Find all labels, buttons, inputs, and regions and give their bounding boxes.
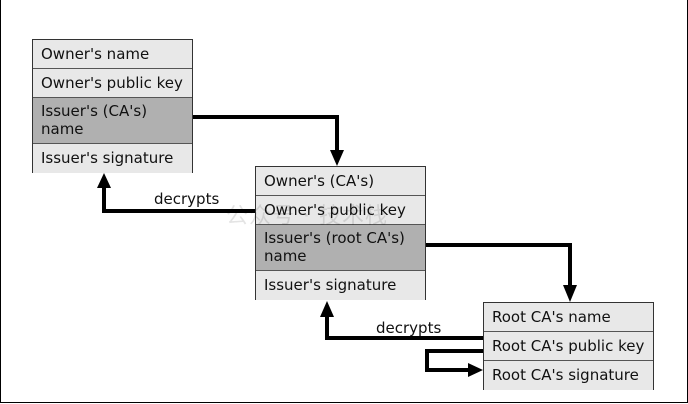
arrow-self-loop <box>425 349 483 372</box>
cert2-owner-public-key: Owner's public key <box>256 196 425 225</box>
cert2-issuer-signature: Issuer's signature <box>256 271 425 300</box>
arrowhead-up-2 <box>320 301 334 317</box>
decrypts-label-2: decrypts <box>376 319 442 337</box>
cert1-owner-name: Owner's name <box>33 40 192 69</box>
arrowhead-right <box>468 363 483 377</box>
root-ca-name: Root CA's name <box>484 303 653 332</box>
cert2-owner-name: Owner's (CA's) name <box>256 167 425 196</box>
arrowhead-down-2 <box>563 285 577 302</box>
root-ca-signature: Root CA's signature <box>484 361 653 390</box>
root-certificate: Root CA's name Root CA's public key Root… <box>483 302 654 390</box>
arrow-decrypts-1 <box>102 184 255 213</box>
decrypts-label-1: decrypts <box>154 190 220 208</box>
certificate-2: Owner's (CA's) name Owner's public key I… <box>255 166 426 300</box>
cert1-owner-public-key: Owner's public key <box>33 69 192 98</box>
root-ca-public-key: Root CA's public key <box>484 332 653 361</box>
arrow-issuer-to-cert2 <box>193 115 339 158</box>
cert1-issuer-name: Issuer's (CA's) name <box>33 98 192 144</box>
arrowhead-down-1 <box>330 150 344 166</box>
arrow-issuer-to-root <box>426 243 572 292</box>
arrow-decrypts-2 <box>325 312 483 340</box>
certificate-1: Owner's name Owner's public key Issuer's… <box>32 39 193 173</box>
watermark-text: 公众号 · 技术栈 <box>226 204 388 229</box>
cert1-issuer-signature: Issuer's signature <box>33 144 192 173</box>
cert2-issuer-name: Issuer's (root CA's) name <box>256 225 425 271</box>
arrowhead-up-1 <box>97 173 111 188</box>
